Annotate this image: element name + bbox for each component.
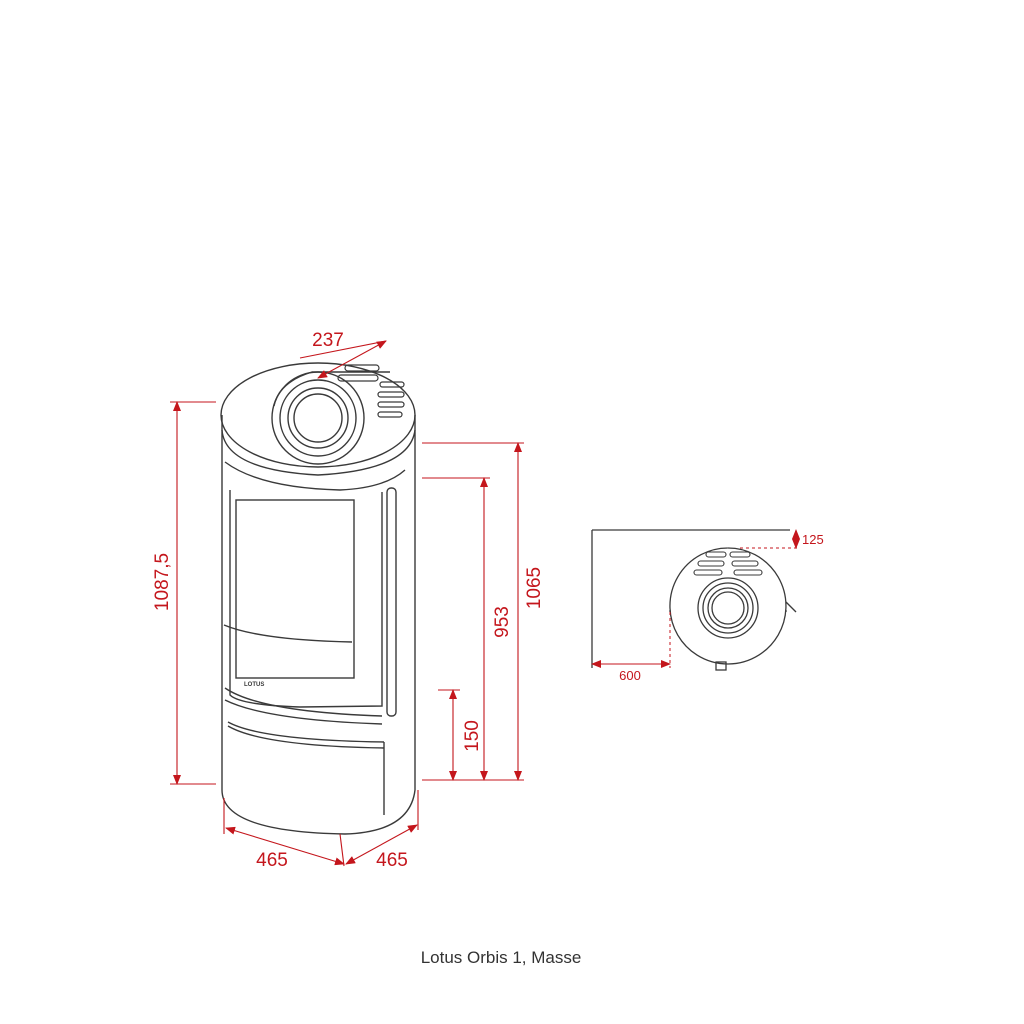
stove-body-outline xyxy=(221,415,416,835)
dim-flue-offset-label: 237 xyxy=(312,330,344,351)
stove-top-plate xyxy=(220,362,416,468)
dim-body-height-label: 1065 xyxy=(524,567,545,609)
stove-collar-line xyxy=(224,461,406,491)
stove-front-view xyxy=(220,362,416,835)
top-view-flue xyxy=(697,577,759,639)
top-view-knob xyxy=(715,661,727,671)
ash-drawer-top xyxy=(224,687,383,717)
ash-drawer-line xyxy=(224,699,383,725)
top-view-dimensions xyxy=(591,529,800,668)
dim-total-height-label: 1087,5 xyxy=(152,553,173,611)
base-panel-top xyxy=(227,721,385,743)
dim-door-height-label: 953 xyxy=(492,606,513,638)
dimension-lines xyxy=(170,340,524,867)
door-glass xyxy=(235,499,355,679)
dim-depth-right-label: 465 xyxy=(376,850,408,871)
top-view-body xyxy=(669,547,787,665)
dim-base-height-label: 150 xyxy=(462,720,483,752)
flue-outlet xyxy=(271,371,390,465)
top-vent-slots xyxy=(337,364,405,418)
dim-depth-left-label: 465 xyxy=(256,850,288,871)
top-view-handle xyxy=(785,601,797,613)
top-view-vent-slots xyxy=(693,551,763,576)
dim-side-clearance-label: 600 xyxy=(619,668,641,683)
dim-depth-left-line xyxy=(225,826,345,866)
door-lower-frame xyxy=(223,624,353,643)
door-outline xyxy=(229,490,383,708)
dim-depth-right-line xyxy=(345,824,418,865)
stove-logo: LOTUS xyxy=(244,682,264,688)
stove-top-rim xyxy=(221,429,416,476)
wall-corner xyxy=(591,529,790,668)
dim-flue-offset-line xyxy=(317,340,387,379)
dim-rear-clearance-label: 125 xyxy=(802,532,824,547)
door-handle[interactable] xyxy=(386,487,397,717)
stove-top-view xyxy=(591,529,797,671)
base-panel-line xyxy=(227,725,385,749)
figure-caption: Lotus Orbis 1, Masse xyxy=(420,948,582,967)
